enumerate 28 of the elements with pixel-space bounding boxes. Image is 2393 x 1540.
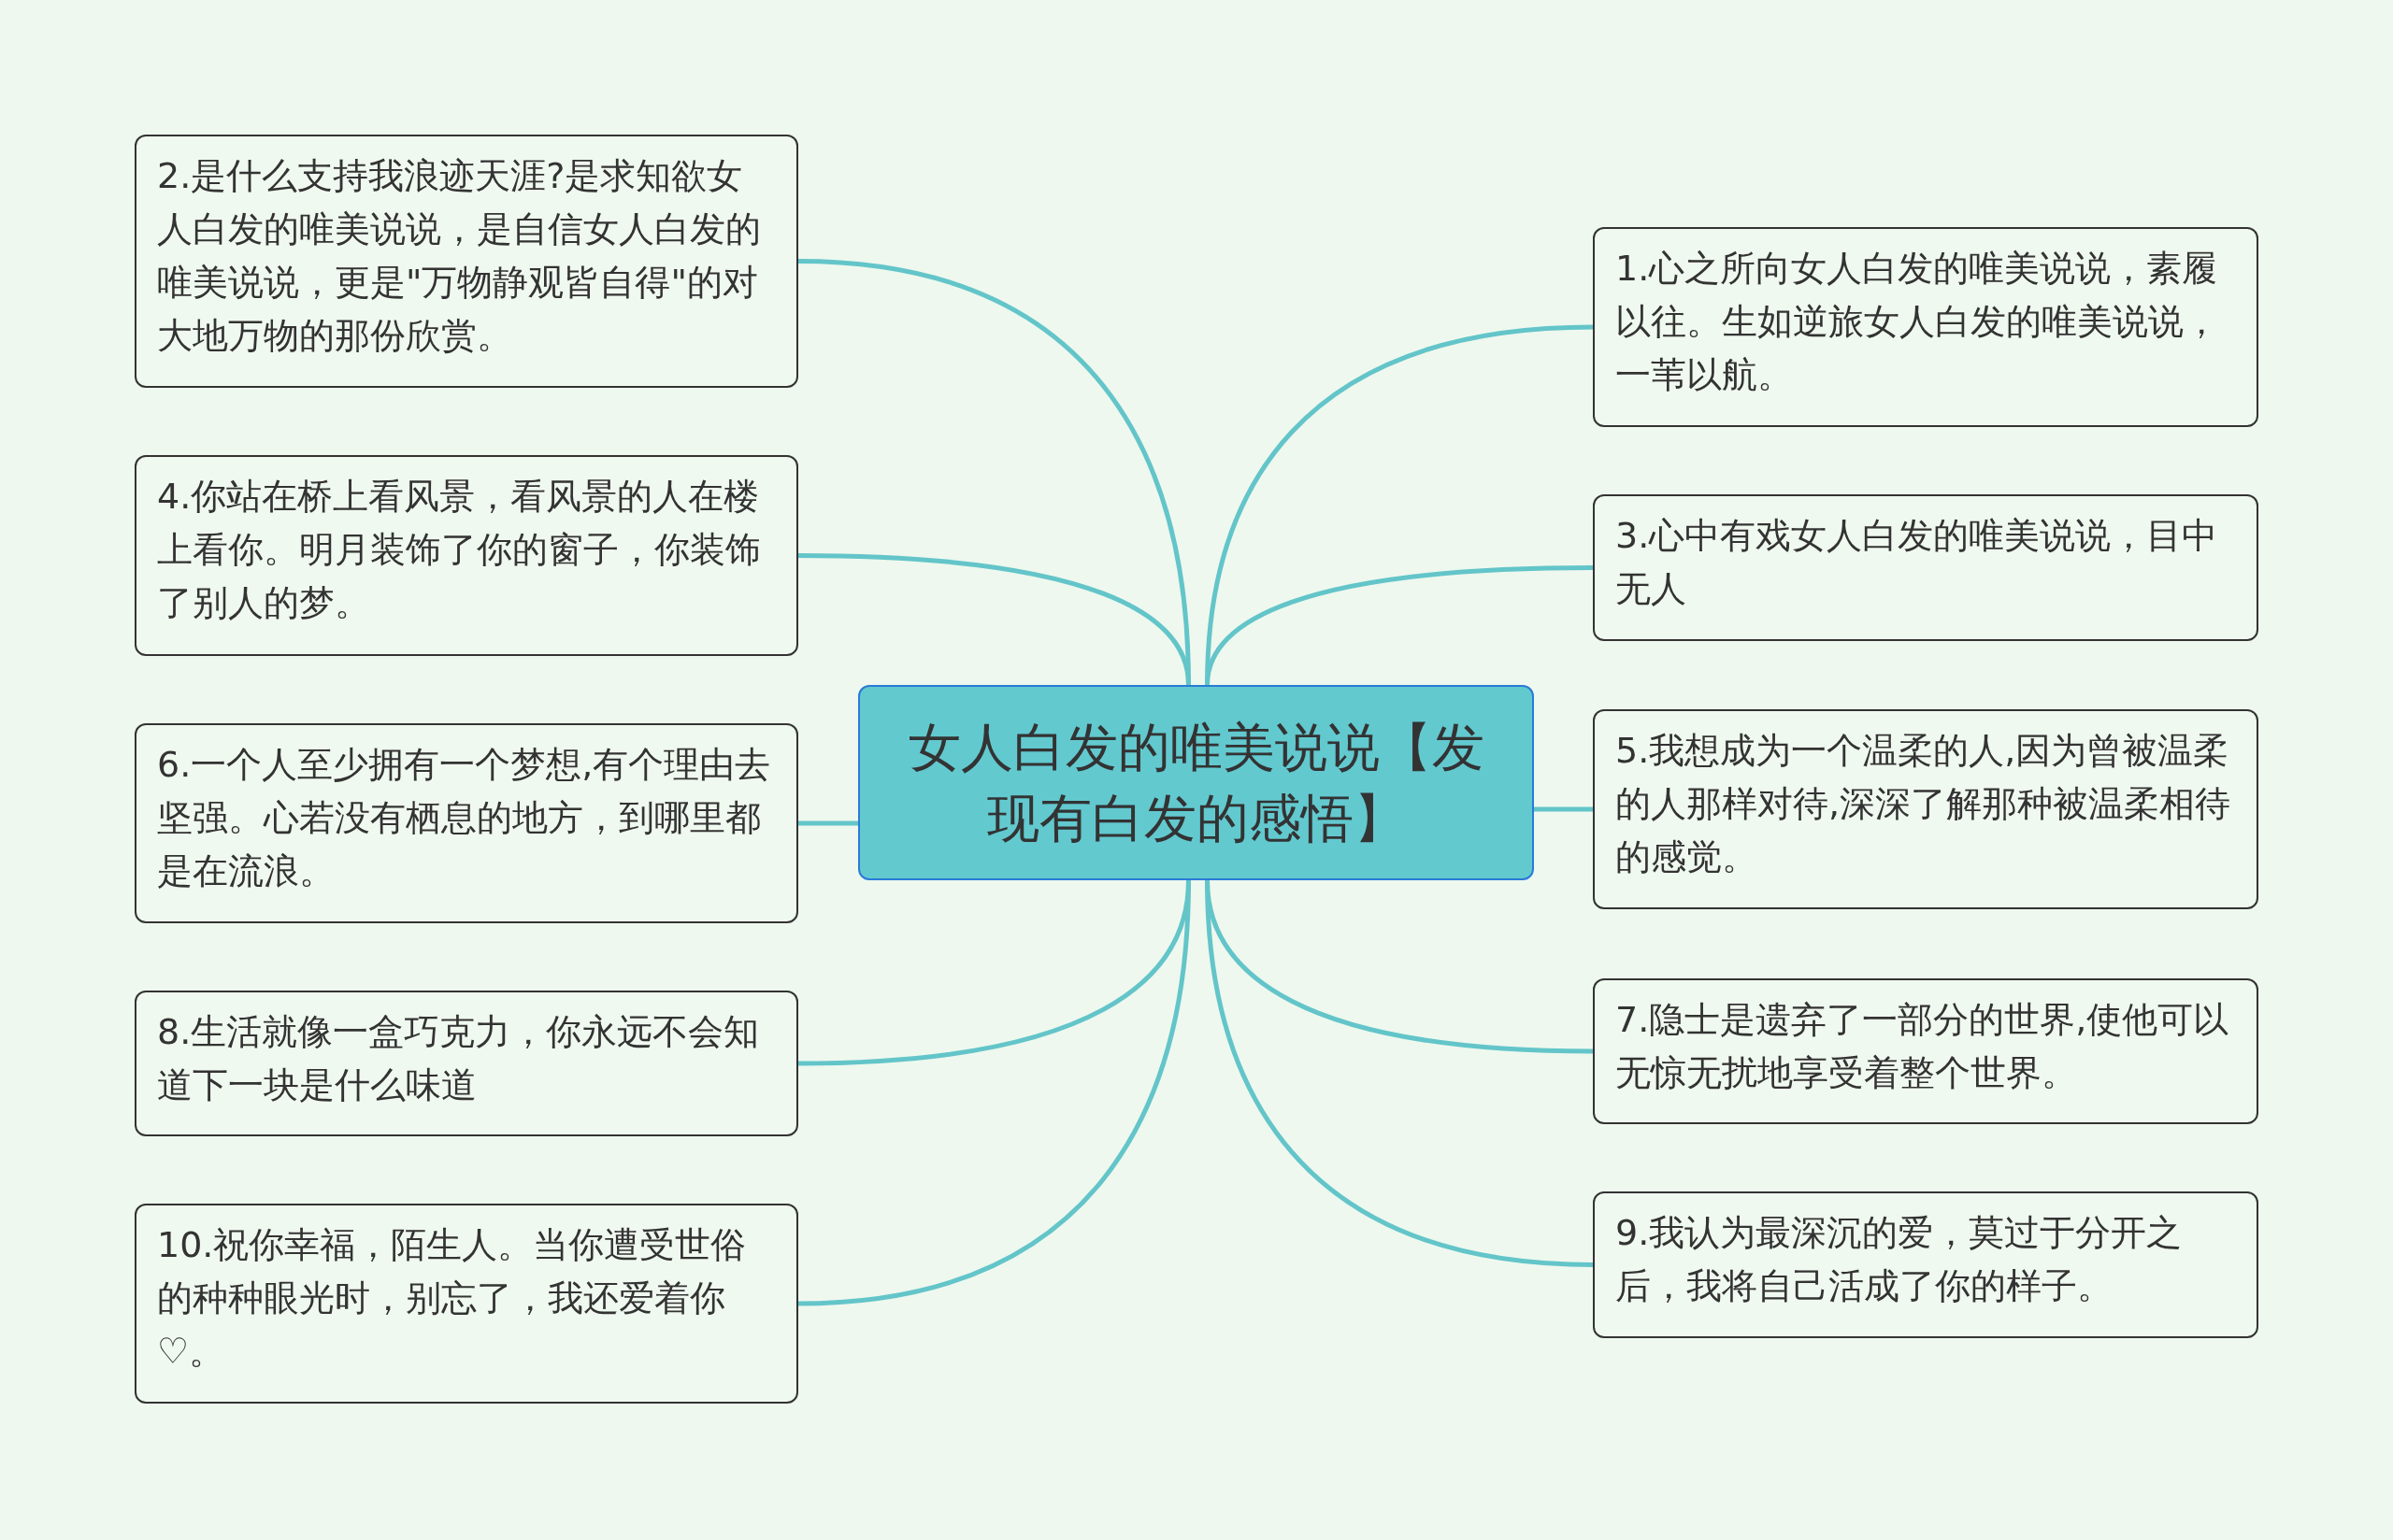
connector-line bbox=[1205, 879, 1594, 1267]
topic-box bbox=[135, 135, 798, 388]
connector-line bbox=[797, 879, 1191, 1306]
quote-text: 2.是什么支持我浪迹天涯?是求知欲女人白发的唯美说说，是自信女人白发的唯美说说，更是"万物静观皆自得"的对大地万物的那份欣赏。 bbox=[157, 154, 762, 358]
central-topic-text: 女人白发的唯美说说【发现有白发的感悟】 bbox=[907, 715, 1485, 850]
central-topic-box bbox=[858, 685, 1534, 880]
quote-text: 9.我认为最深沉的爱，莫过于分开之后，我将自己活成了你的样子。 bbox=[1615, 1211, 2184, 1308]
quote-text: 7.隐士是遗弃了一部分的世界,使他可以无惊无扰地享受着整个世界。 bbox=[1615, 998, 2230, 1095]
quote-text: 1.心之所向女人白发的唯美说说，素履以往。生如逆旅女人白发的唯美说说，一苇以航。 bbox=[1615, 247, 2220, 397]
connector-line bbox=[1534, 806, 1593, 812]
topic-box bbox=[1593, 1191, 2258, 1338]
quote-text: 8.生活就像一盒巧克力，你永远不会知道下一块是什么味道 bbox=[157, 1010, 761, 1107]
connector-line bbox=[1205, 565, 1594, 686]
topic-box bbox=[1593, 709, 2258, 909]
quote-text: 4.你站在桥上看风景，看风景的人在楼上看你。明月装饰了你的窗子，你装饰了别人的梦。 bbox=[157, 475, 762, 625]
connector-line bbox=[797, 553, 1191, 686]
topic-box bbox=[135, 455, 798, 656]
connector-line bbox=[798, 820, 858, 826]
quote-text: 10.祝你幸福，陌生人。当你遭受世俗的种种眼光时，别忘了，我还爱着你♡。 bbox=[157, 1223, 748, 1374]
topic-box bbox=[135, 1204, 798, 1404]
quote-text: 6.一个人至少拥有一个梦想,有个理由去坚强。心若没有栖息的地方，到哪里都是在流浪。 bbox=[157, 743, 772, 893]
quote-text: 3.心中有戏女人白发的唯美说说，目中无人 bbox=[1615, 514, 2219, 611]
topic-box bbox=[1593, 494, 2258, 641]
topic-box bbox=[135, 723, 798, 923]
topic-box bbox=[1593, 227, 2258, 427]
topic-box bbox=[1593, 978, 2258, 1124]
topic-box bbox=[135, 991, 798, 1136]
quote-text: 5.我想成为一个温柔的人,因为曾被温柔的人那样对待,深深了解那种被温柔相待的感觉。 bbox=[1615, 729, 2232, 879]
